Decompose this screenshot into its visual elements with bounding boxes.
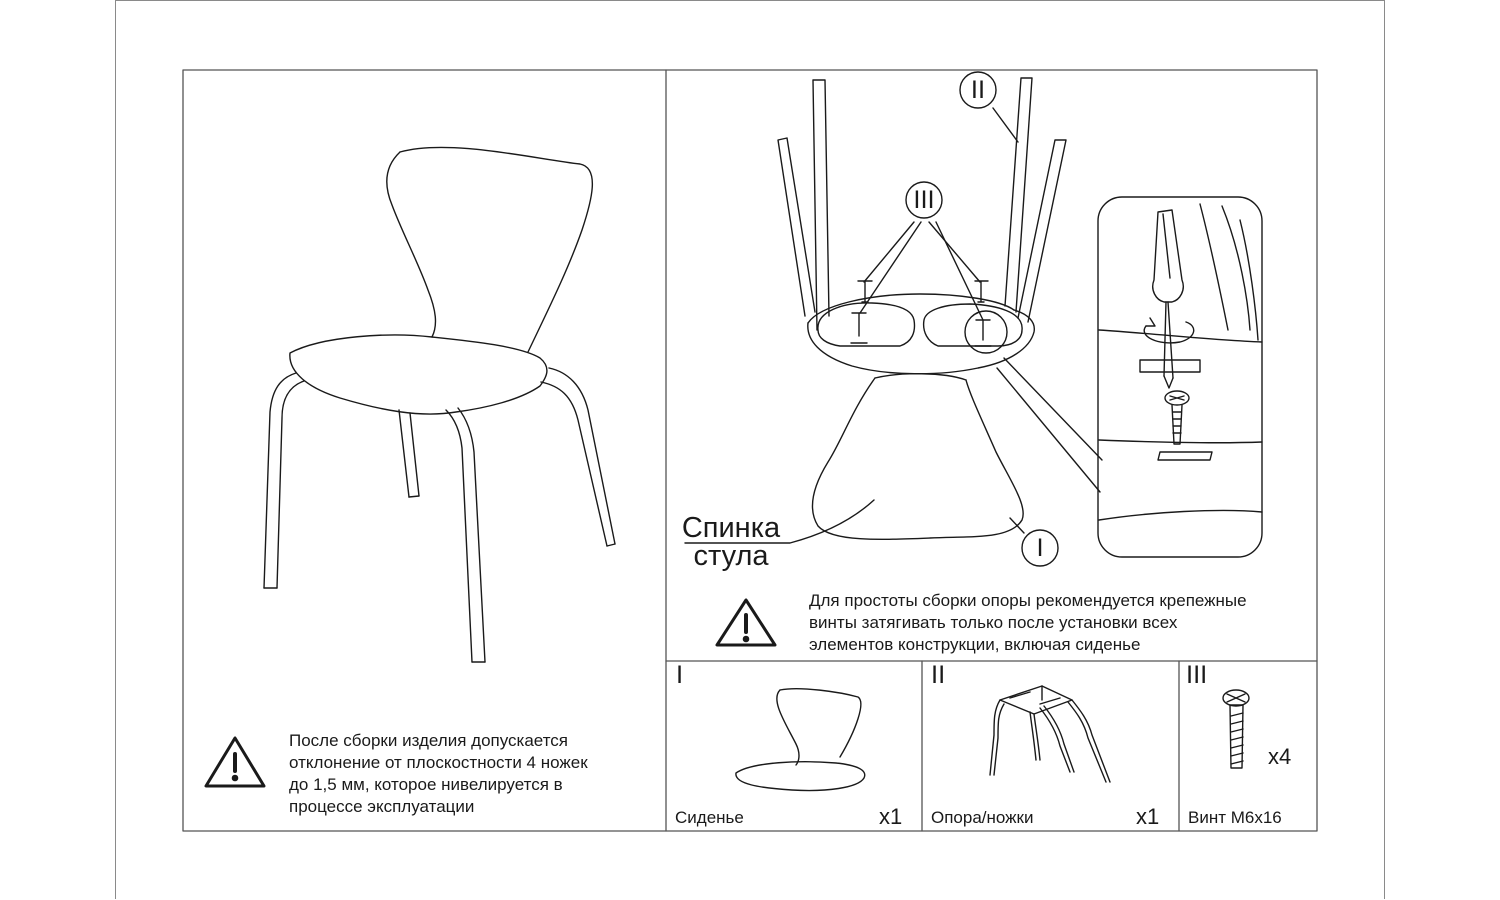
backrest-label: Спинка стула (681, 512, 781, 572)
assembled-chair-icon (263, 146, 616, 663)
callout-circle-ii (959, 71, 997, 109)
assembly-note: Для простоты сборки опоры рекомендуется … (809, 591, 1247, 654)
callout-label-iii: III (913, 186, 935, 214)
screw-icon (1222, 689, 1250, 769)
chair-frame-icon (989, 685, 1111, 783)
callout-label-i: I (1036, 534, 1044, 562)
tolerance-note: После сборки изделия допускается отклоне… (289, 731, 588, 816)
part-qty-frame: x1 (1136, 804, 1160, 829)
part-qty-screw: x4 (1268, 744, 1292, 769)
upside-down-chair-icon (684, 77, 1103, 544)
warning-triangle-icon (204, 736, 266, 788)
part-roman-i: I (676, 661, 684, 689)
callout-circle-i (1021, 529, 1059, 567)
callout-label-ii: II (970, 76, 986, 104)
part-qty-seat: x1 (879, 804, 903, 829)
chair-seat-icon (735, 687, 866, 792)
callout-circle-iii (905, 181, 943, 219)
part-roman-ii: II (931, 661, 946, 689)
part-roman-iii: III (1186, 661, 1208, 689)
part-name-seat: Сиденье (675, 808, 744, 827)
warning-triangle-icon (715, 598, 777, 647)
part-name-frame: Опора/ножки (931, 808, 1034, 827)
instruction-sheet (115, 0, 1385, 899)
part-name-screw: Винт М6х16 (1188, 808, 1282, 827)
screwdriver-detail-icon (1097, 196, 1263, 558)
outer-frame (182, 69, 1318, 832)
